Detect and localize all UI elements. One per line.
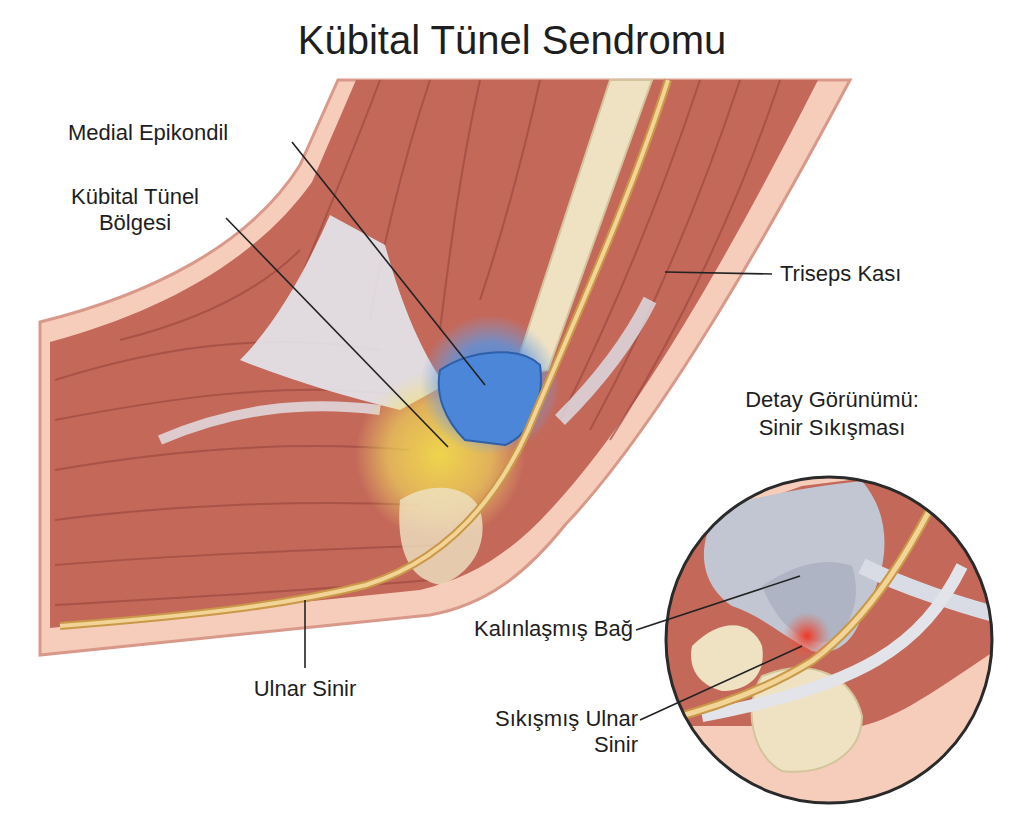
detail-view: Detay Görünümü: Sinir Sıkışması <box>662 386 1002 811</box>
part-label: Triseps Kası <box>780 261 980 287</box>
detail-circle <box>662 386 1002 811</box>
detail-heading: Detay Görünümü: Sinir Sıkışması <box>737 386 927 441</box>
part-label: Kübital Tünel Bölgesi <box>45 184 225 237</box>
epicondyle-highlight <box>420 315 560 455</box>
part-label: Medial Epikondil <box>68 120 298 146</box>
ulnar-nerve <box>60 80 668 626</box>
ulnar-nerve <box>60 80 668 626</box>
part-label: Ulnar Sinir <box>200 676 410 702</box>
tendon <box>160 406 380 440</box>
olecranon <box>399 488 482 585</box>
detail-label: Sıkışmış Ulnar Sinir <box>470 706 638 759</box>
muscle-fibers <box>55 80 780 605</box>
title: Kübital Tünel Sendromu <box>0 18 1024 63</box>
detail-label: Kalınlaşmış Bağ <box>470 616 633 642</box>
